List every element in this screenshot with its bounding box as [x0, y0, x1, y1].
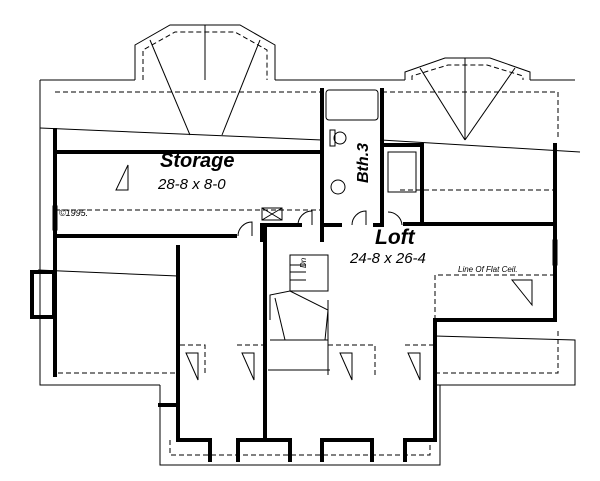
flat-ceiling-line: [180, 274, 555, 375]
storage-size: 28-8 x 8-0: [157, 176, 226, 193]
dormer-right: [404, 57, 531, 141]
storage-label: Storage: [160, 150, 234, 172]
bath-label: Bth.3: [355, 143, 372, 183]
stairs[interactable]: [268, 254, 330, 375]
loft-label: Loft: [375, 226, 416, 249]
flat-ceiling-label: Line Of Flat Ceil.: [458, 265, 518, 274]
bath-fixtures: [325, 89, 417, 195]
doors: [237, 210, 403, 237]
copyright-label: ©1995.: [59, 208, 88, 218]
walls: [30, 88, 558, 462]
dormer-left: [134, 24, 276, 136]
slope-arrows: [115, 164, 533, 381]
stairs-direction-label: Dn: [299, 257, 308, 268]
loft-size: 24-8 x 26-4: [349, 250, 426, 267]
